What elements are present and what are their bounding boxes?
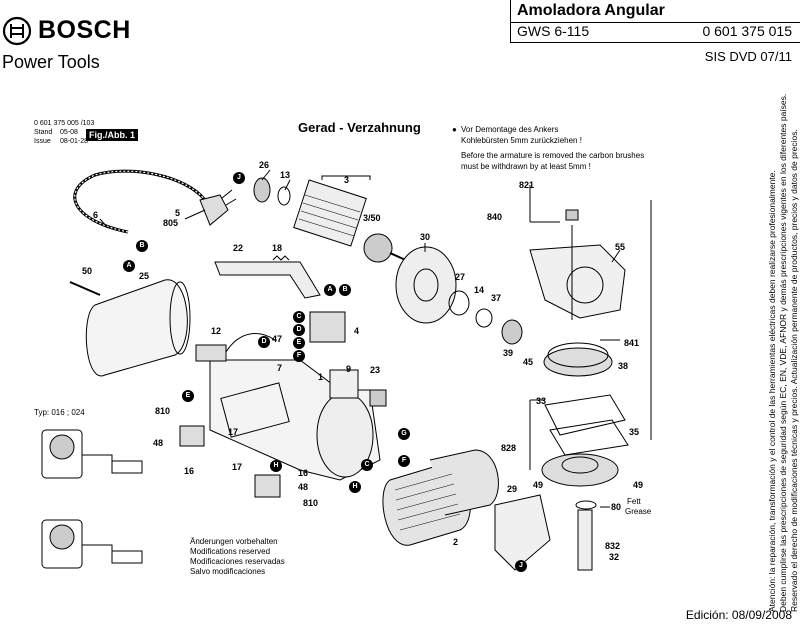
part-label: 17 bbox=[228, 427, 239, 437]
reference-bubble: B bbox=[136, 240, 148, 252]
reference-bubble: E bbox=[293, 337, 305, 349]
note-de-2: Kohlebürsten 5mm zurückziehen ! bbox=[461, 136, 582, 145]
part-label: 840 bbox=[487, 212, 503, 222]
part-label: 23 bbox=[370, 365, 381, 375]
part-label: 828 bbox=[501, 443, 517, 453]
part-label: 49 bbox=[533, 480, 544, 490]
product-model: GWS 6-115 bbox=[517, 23, 590, 39]
part-label: 17 bbox=[232, 462, 243, 472]
reference-bubble: G bbox=[398, 428, 410, 440]
note-bullet-icon: ● bbox=[452, 125, 457, 134]
note-en-2: must be withdrawn by at least 5mm ! bbox=[461, 162, 591, 171]
part-label: 9 bbox=[346, 364, 352, 374]
part-label: 805 bbox=[163, 218, 179, 228]
title-block bbox=[510, 0, 800, 43]
part-label: 14 bbox=[474, 285, 485, 295]
part-label: 32 bbox=[609, 552, 620, 562]
part-label: 6 bbox=[93, 210, 99, 220]
part-label: 832 bbox=[605, 541, 621, 551]
changes-note-1: Änderungen vorbehalten bbox=[190, 537, 278, 546]
type-label: Typ: 016 ; 024 bbox=[34, 408, 85, 417]
part-label: 4 bbox=[354, 326, 360, 336]
edition-date: Edición: 08/09/2008 bbox=[685, 608, 792, 622]
part-label: 35 bbox=[629, 427, 640, 437]
part-label: 22 bbox=[233, 243, 244, 253]
disclaimer-vertical: Atención: la reparación, transformación … bbox=[767, 72, 800, 612]
part-label: 47 bbox=[272, 334, 283, 344]
part-label: 45 bbox=[523, 357, 534, 367]
product-part-number: 0 601 375 015 bbox=[702, 23, 792, 39]
part-label: 29 bbox=[507, 484, 518, 494]
note-de-1: Vor Demontage des Ankers bbox=[461, 125, 559, 134]
document-reference: SIS DVD 07/11 bbox=[704, 49, 792, 64]
part-label: 2 bbox=[453, 537, 459, 547]
disclaimer-line-2: Deben cumplirse las prescripciones de se… bbox=[778, 93, 788, 612]
part-label: 39 bbox=[503, 348, 514, 358]
reference-bubble: D bbox=[293, 324, 305, 336]
part-label: 55 bbox=[615, 242, 626, 252]
part-label: 80 bbox=[611, 502, 622, 512]
part-label: 7 bbox=[277, 363, 283, 373]
reference-bubble: C bbox=[361, 459, 373, 471]
grease-label: Grease bbox=[625, 507, 652, 516]
changes-note-2: Modifications reserved bbox=[190, 547, 271, 556]
reference-bubble: H bbox=[349, 481, 361, 493]
disclaimer-line-1: Atención: la reparación, transformación … bbox=[767, 170, 777, 612]
part-label: 48 bbox=[153, 438, 164, 448]
issue-label: Issue bbox=[34, 138, 51, 145]
part-label: 1 bbox=[318, 372, 324, 382]
part-label: 18 bbox=[272, 243, 283, 253]
part-label: 37 bbox=[491, 293, 502, 303]
part-label: 33 bbox=[536, 396, 547, 406]
doc-number: 0 601 375 005 /103 bbox=[34, 120, 95, 127]
part-label: 841 bbox=[624, 338, 640, 348]
disclaimer-line-3: Reservado el derecho de modificaciones t… bbox=[789, 129, 799, 612]
reference-bubble: A bbox=[123, 260, 135, 272]
reference-bubble: D bbox=[258, 336, 270, 348]
part-label: 50 bbox=[82, 266, 93, 276]
stand-value: 05-08 bbox=[60, 129, 78, 136]
product-title: Amoladora Angular bbox=[517, 2, 665, 19]
fett-label: Fett bbox=[627, 497, 641, 506]
reference-bubble: B bbox=[339, 284, 351, 296]
reference-bubble: F bbox=[293, 350, 305, 362]
reference-bubble: E bbox=[182, 390, 194, 402]
reference-bubble: J bbox=[515, 560, 527, 572]
reference-bubble: A bbox=[324, 284, 336, 296]
changes-note-3: Modificaciones reservadas bbox=[190, 557, 285, 566]
part-label: 821 bbox=[519, 180, 535, 190]
changes-note-4: Salvo modificaciones bbox=[190, 567, 266, 576]
part-label: 27 bbox=[455, 272, 466, 282]
part-label: 12 bbox=[211, 326, 222, 336]
bosch-logo-icon bbox=[2, 16, 32, 46]
note-en-1: Before the armature is removed the carbo… bbox=[461, 151, 645, 160]
part-label: 16 bbox=[298, 468, 309, 478]
part-label: 810 bbox=[303, 498, 319, 508]
reference-bubble: F bbox=[398, 455, 410, 467]
part-label: 25 bbox=[139, 271, 150, 281]
part-label: 49 bbox=[633, 480, 644, 490]
part-label: 26 bbox=[259, 160, 270, 170]
reference-bubble: C bbox=[293, 311, 305, 323]
brand-name: BOSCH bbox=[38, 16, 131, 44]
reference-bubble: H bbox=[270, 460, 282, 472]
issue-value: 08-01-28 bbox=[60, 138, 89, 145]
stand-label: Stand bbox=[34, 129, 53, 136]
part-label: 810 bbox=[155, 406, 171, 416]
part-label: 3 bbox=[344, 175, 350, 185]
diagram-title: Gerad - Verzahnung bbox=[298, 120, 421, 135]
part-label: 38 bbox=[618, 361, 629, 371]
part-label: 13 bbox=[280, 170, 291, 180]
part-label: 3/50 bbox=[363, 213, 381, 223]
figure-label: Fig./Abb. 1 bbox=[86, 129, 138, 141]
part-label: 48 bbox=[298, 482, 309, 492]
part-label: 5 bbox=[175, 208, 181, 218]
reference-bubble: J bbox=[233, 172, 245, 184]
part-label: 30 bbox=[420, 232, 431, 242]
part-label: 16 bbox=[184, 466, 195, 476]
brand-subtitle: Power Tools bbox=[2, 52, 100, 72]
